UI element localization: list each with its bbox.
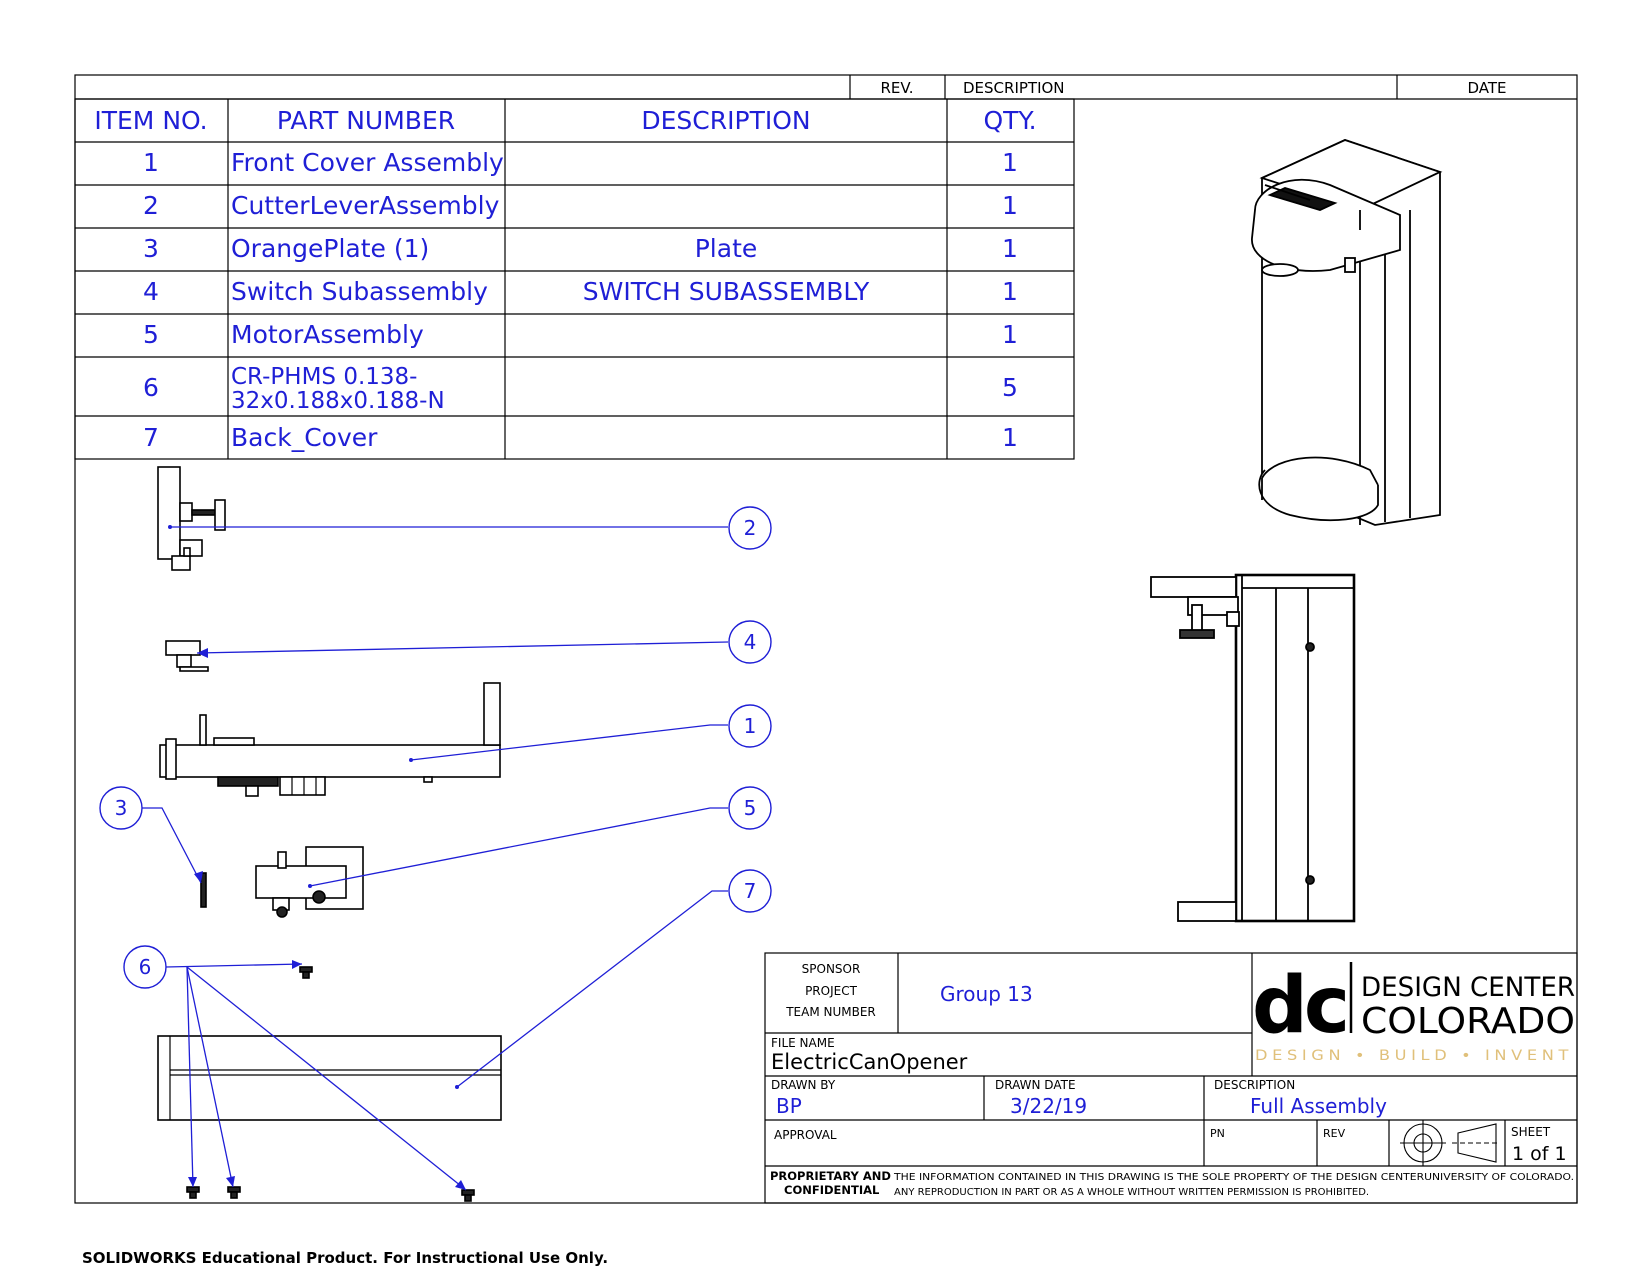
bom-header-part-number: PART NUMBER [277, 106, 455, 135]
balloon-number: 7 [744, 879, 757, 903]
educational-footer: SOLIDWORKS Educational Product. For Inst… [82, 1249, 609, 1267]
bom-row-part: Switch Subassembly [231, 277, 488, 306]
part-switch [165, 640, 209, 672]
bom-row-item: 4 [143, 277, 159, 306]
part-front-cover [159, 682, 501, 797]
balloon-number: 1 [744, 714, 757, 738]
part-back-cover [157, 1035, 502, 1121]
balloon-5 [728, 786, 772, 830]
sponsor-label: SPONSOR [802, 962, 861, 976]
bom-row-qty: 1 [1002, 320, 1018, 349]
projection-symbol-icon [1400, 1120, 1500, 1166]
rev-label: REV [1323, 1127, 1346, 1140]
proprietary-label-line1: PROPRIETARY AND [770, 1169, 891, 1183]
rev-header: REV. [881, 79, 914, 97]
balloon-4 [728, 620, 772, 664]
bom-row-part-line1: CR-PHMS 0.138- [231, 364, 417, 390]
drawn-date-value: 3/22/19 [1010, 1094, 1087, 1118]
bom-row-desc: Plate [695, 234, 758, 263]
file-name-value: ElectricCanOpener [771, 1050, 968, 1074]
file-name-label: FILE NAME [771, 1036, 835, 1050]
logo-mark: dc [1252, 961, 1346, 1051]
team-number-label: TEAM NUMBER [785, 1005, 876, 1019]
drawn-by-label: DRAWN BY [771, 1078, 836, 1092]
bom-header-qty: QTY. [983, 106, 1036, 135]
drawn-date-label: DRAWN DATE [995, 1078, 1076, 1092]
bom-row-part: OrangePlate (1) [231, 234, 429, 263]
bom-row-part: Front Cover Assembly [231, 148, 504, 177]
bom-row-item: 7 [143, 423, 159, 452]
team-value: Group 13 [940, 982, 1033, 1006]
proprietary-notice-line1: THE INFORMATION CONTAINED IN THIS DRAWIN… [893, 1172, 1574, 1183]
part-cutter-lever [157, 466, 226, 571]
balloon-number: 4 [744, 630, 757, 654]
bom-row-part-line2: 32x0.188x0.188-N [231, 388, 445, 414]
balloon-number: 5 [744, 796, 757, 820]
sheet-label: SHEET [1511, 1125, 1551, 1139]
pn-label: PN [1210, 1127, 1225, 1140]
bom-header-description: DESCRIPTION [641, 106, 810, 135]
bom-row-item: 5 [143, 320, 159, 349]
balloon-7 [728, 869, 772, 913]
balloon-6 [123, 945, 167, 989]
bom-row-part: MotorAssembly [231, 320, 424, 349]
exploded-parts [157, 466, 502, 1202]
balloon-number: 3 [115, 796, 128, 820]
title-block: SPONSOR PROJECT TEAM NUMBER Group 13 FIL… [764, 952, 1578, 1204]
balloon-3 [99, 786, 143, 830]
balloon-number: 6 [139, 955, 152, 979]
part-screws [186, 966, 475, 1202]
design-center-logo: dc DESIGN CENTER COLORADO DESIGN • BUILD… [1252, 961, 1575, 1064]
bom-row-item: 2 [143, 191, 159, 220]
part-motor [255, 846, 364, 918]
sheet-value: 1 of 1 [1512, 1143, 1567, 1165]
side-view [1150, 573, 1356, 923]
description-value: Full Assembly [1250, 1094, 1387, 1118]
logo-line1: DESIGN CENTER [1361, 972, 1575, 1003]
bom-table: ITEM NO. PART NUMBER DESCRIPTION QTY. 1 … [74, 98, 1075, 460]
balloon-number: 2 [744, 516, 757, 540]
bom-header-item-no: ITEM NO. [94, 106, 207, 135]
balloon-2 [728, 506, 772, 550]
bom-row-qty: 1 [1002, 148, 1018, 177]
bom-row-qty: 5 [1002, 373, 1018, 402]
balloon-1 [728, 704, 772, 748]
bom-row-qty: 1 [1002, 234, 1018, 263]
proprietary-label-line2: CONFIDENTIAL [784, 1183, 880, 1197]
logo-tagline: DESIGN • BUILD • INVENT [1255, 1048, 1573, 1064]
balloon-callouts: 2 4 1 5 7 3 6 [99, 506, 772, 1191]
bom-row-qty: 1 [1002, 423, 1018, 452]
part-plate [200, 872, 207, 908]
project-label: PROJECT [805, 984, 858, 998]
bom-row-part: Back_Cover [231, 423, 378, 452]
bom-row-part: CutterLeverAssembly [231, 191, 500, 220]
bom-row-qty: 1 [1002, 277, 1018, 306]
approval-label: APPROVAL [774, 1128, 837, 1142]
bom-row-item: 1 [143, 148, 159, 177]
rev-description-header: DESCRIPTION [963, 79, 1065, 97]
description-label: DESCRIPTION [1214, 1078, 1295, 1092]
isometric-view [1251, 139, 1443, 526]
bom-row-desc: SWITCH SUBASSEMBLY [583, 277, 870, 306]
proprietary-notice-line2: ANY REPRODUCTION IN PART OR AS A WHOLE W… [894, 1187, 1369, 1198]
logo-line2: COLORADO [1361, 1001, 1575, 1042]
drawn-by-value: BP [776, 1094, 802, 1118]
bom-row-qty: 1 [1002, 191, 1018, 220]
revision-block: REV. DESCRIPTION DATE [75, 75, 1577, 100]
bom-row-item: 3 [143, 234, 159, 263]
rev-date-header: DATE [1467, 79, 1506, 97]
bom-row-item: 6 [143, 373, 159, 402]
